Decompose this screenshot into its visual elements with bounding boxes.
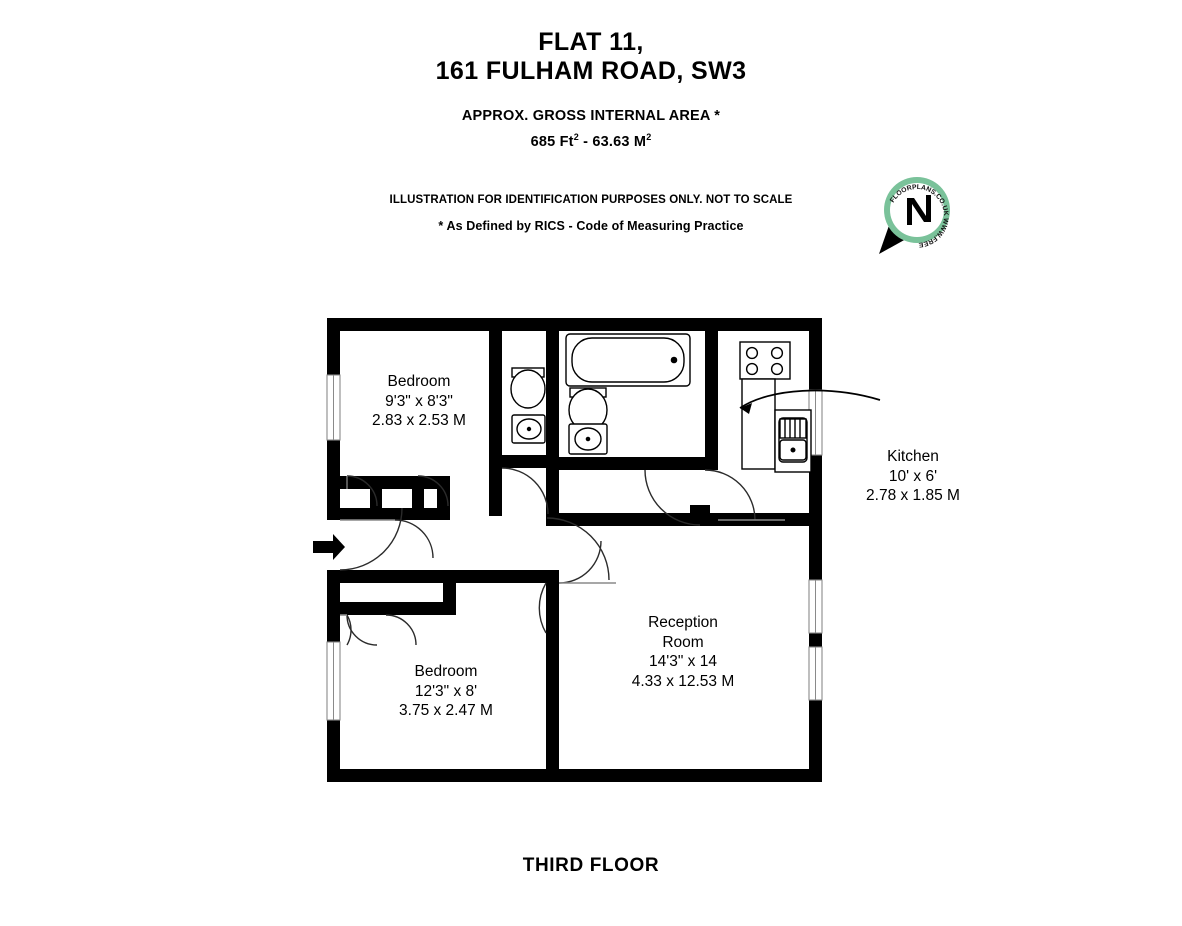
- area-value-metric: - 63.63 M: [578, 133, 647, 150]
- window-kitchen: [808, 389, 823, 456]
- door-wardrobe-a: [346, 614, 378, 646]
- disclaimer-block: ILLUSTRATION FOR IDENTIFICATION PURPOSES…: [0, 187, 1182, 239]
- room-label-reception: Reception Room 14'3" x 14 4.33 x 12.53 M: [600, 613, 766, 691]
- area-value: 685 Ft2 - 63.63 M2: [0, 127, 1182, 153]
- room-dim-imperial-kitchen: 10' x 6': [888, 467, 938, 485]
- header: FLAT 11, 161 FULHAM ROAD, SW3 APPROX. GR…: [0, 28, 1182, 239]
- page-title-line1: FLAT 11,: [538, 28, 644, 56]
- room-name-bedroom1: Bedroom: [387, 373, 451, 390]
- room-dim-metric-bedroom2: 3.75 x 2.47 M: [399, 702, 493, 719]
- door-bedroom2: [538, 582, 547, 634]
- plan-door-leaves: [340, 519, 785, 616]
- disclaimer-line1: ILLUSTRATION FOR IDENTIFICATION PURPOSES…: [389, 193, 793, 206]
- compass-north-logo: FLOORPLANS.CO.UK WWW.FREE: [879, 177, 950, 254]
- door-wardrobe-b: [385, 614, 417, 646]
- floor-caption: THIRD FLOOR: [522, 855, 660, 876]
- door-bathroom: [644, 469, 701, 526]
- room-name-reception: Reception: [648, 614, 718, 631]
- plan-fixtures: [510, 333, 812, 473]
- kitchen-hob-fixture: [739, 341, 791, 380]
- window-reception-upper: [808, 579, 823, 634]
- room-dim-imperial-reception: 14'3" x 14: [649, 653, 717, 670]
- wc-toilet-cloakroom-fixture: [510, 367, 546, 409]
- kitchen-sink-fixture: [774, 409, 812, 473]
- disclaimer-line2: * As Defined by RICS - Code of Measuring…: [438, 218, 744, 233]
- window-bedroom2: [326, 641, 341, 721]
- bath-tub-fixture: [565, 333, 691, 387]
- door-cloakroom: [501, 467, 549, 515]
- room-dim-metric-kitchen: 2.78 x 1.85 M: [866, 487, 960, 504]
- room-label-bedroom2: Bedroom 12'3" x 8' 3.75 x 2.47 M: [363, 662, 529, 721]
- room-name-bedroom2: Bedroom: [414, 663, 478, 680]
- area-value-ft: 685 Ft: [530, 133, 574, 150]
- room-dim-imperial-bedroom1: 9'3" x 8'3": [385, 392, 453, 410]
- compass-letter-n-icon: [907, 195, 931, 225]
- room-label-kitchen: Kitchen 10' x 6' 2.78 x 1.85 M: [830, 447, 996, 506]
- door-wardrobe-a2: [346, 614, 352, 646]
- door-entrance: [339, 507, 403, 571]
- room-name-kitchen: Kitchen: [887, 448, 939, 465]
- door-reception: [558, 540, 602, 584]
- area-sup-ft: 2: [573, 132, 579, 142]
- entrance-arrow-icon: [313, 534, 345, 560]
- area-sup-m: 2: [646, 132, 652, 142]
- wash-basin-bathroom-fixture: [568, 423, 608, 455]
- door-hall-mid: [546, 517, 610, 581]
- door-kitchen: [704, 469, 756, 521]
- room-name-reception-2: Room: [662, 633, 704, 651]
- room-label-bedroom1: Bedroom 9'3" x 8'3" 2.83 x 2.53 M: [336, 372, 502, 431]
- window-reception-lower: [808, 646, 823, 701]
- room-dim-metric-bedroom1: 2.83 x 2.53 M: [372, 412, 466, 429]
- door-closet-a: [346, 475, 378, 507]
- wc-toilet-bathroom-fixture: [568, 387, 608, 432]
- kitchen-worktop-fixture: [741, 378, 776, 470]
- page-title-line2: 161 FULHAM ROAD, SW3: [435, 57, 747, 85]
- door-closet-b: [417, 475, 449, 507]
- area-label: APPROX. GROSS INTERNAL AREA *: [461, 108, 721, 124]
- kitchen-callout-arrow: [739, 389, 881, 414]
- area-block: APPROX. GROSS INTERNAL AREA * 685 Ft2 - …: [0, 106, 1182, 153]
- room-dim-metric-reception: 4.33 x 12.53 M: [631, 672, 735, 690]
- door-hall-bedroom1: [394, 519, 434, 559]
- room-dim-imperial-bedroom2: 12'3" x 8': [414, 682, 478, 700]
- wash-basin-cloakroom-fixture: [511, 414, 546, 444]
